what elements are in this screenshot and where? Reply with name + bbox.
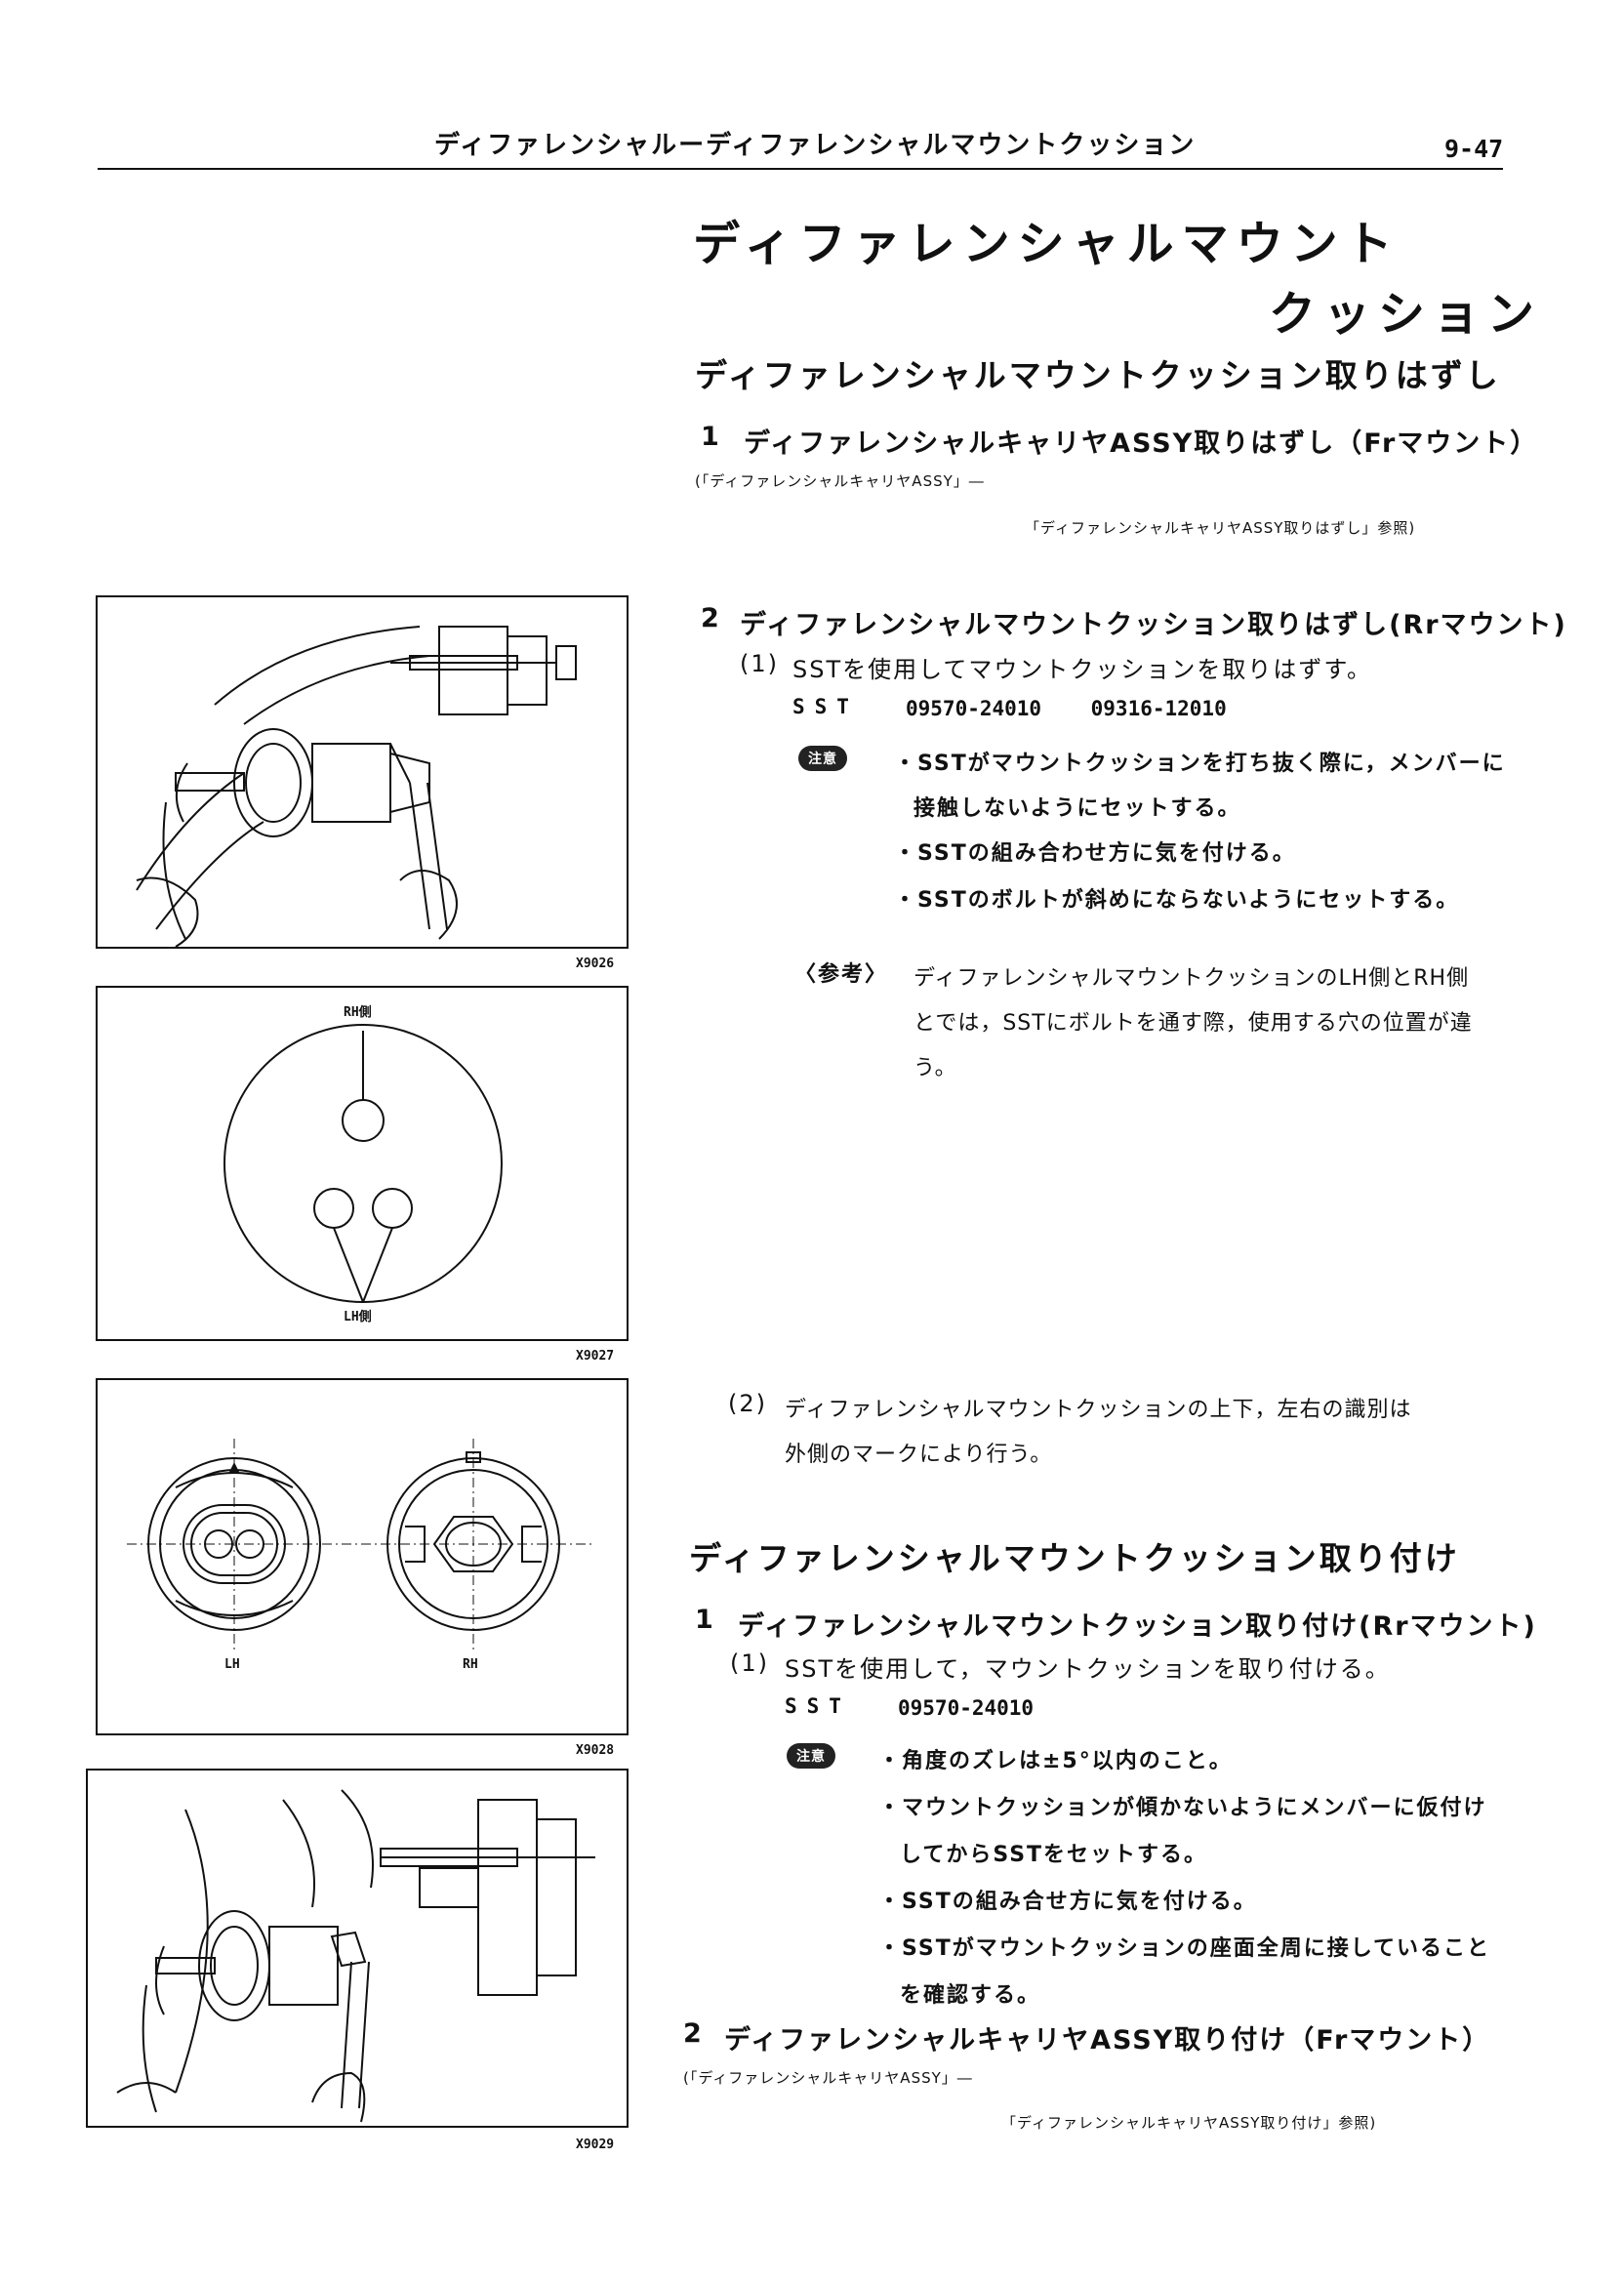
header-rule [98,168,1503,170]
install-caution-2: ・マウントクッションが傾かないようにメンバーに仮付け [878,1796,1487,1820]
install-heading: ディファレンシャルマウントクッション取り付け [689,1539,1460,1577]
figure-mount-label-lh: LH [224,1657,240,1672]
figure-install-drawing [116,1789,595,2123]
removal-heading: ディファレンシャルマウントクッション取りはずし [695,356,1501,394]
figure-hole-drawing [223,1024,503,1303]
figure-mount-label-rh: RH [463,1657,478,1672]
removal-caution-2: 接触しないようにセットする。 [914,796,1241,821]
removal-step2-text: ディファレンシャルマウントクッション取りはずし(Rrマウント) [740,610,1567,640]
install-step1-num: 1 [695,1605,715,1635]
figure-removal-drawing [136,626,577,947]
removal-caution-4: ・SSTのボルトが斜めにならないようにセットする。 [894,888,1460,913]
removal-ref-label: 〈参考〉 [794,962,889,987]
install-caution-5: ・SSTがマウントクッションの座面全周に接していること [878,1936,1491,1961]
install-caution-badge: 注意 [787,1743,835,1769]
install-step2-num: 2 [683,2018,704,2049]
figure-hole-id: X9027 [576,1349,615,1364]
title-line-1: ディファレンシャルマウント [693,217,1401,271]
figure-mount-drawing [127,1439,595,1653]
removal-sub2-line-1: ディファレンシャルマウントクッションの上下，左右の識別は [785,1398,1412,1422]
removal-step1-num: 1 [701,422,721,452]
install-sst-label: SST [785,1694,851,1718]
removal-ref-line-3: う。 [914,1056,957,1080]
figure-hole-label-lh: LH側 [344,1310,372,1324]
figure-mount-marks: LH RH X9028 [96,1378,629,1758]
removal-caution-badge: 注意 [798,746,847,771]
removal-caution-3: ・SSTの組み合わせ方に気を付ける。 [894,841,1296,866]
removal-step1-ref2: 「ディファレンシャルキャリヤASSY取りはずし」参照) [1025,519,1416,537]
install-step2-ref2: 「ディファレンシャルキャリヤASSY取り付け」参照) [1001,2114,1377,2132]
install-sub1-text: SSTを使用して，マウントクッションを取り付ける。 [785,1655,1391,1683]
figure-hole-positions: RH側 LH側 X9027 [96,986,629,1364]
install-caution-4: ・SSTの組み合せ方に気を付ける。 [878,1890,1257,1914]
running-header: ディファレンシャルーディファレンシャルマウントクッション [434,131,1197,160]
removal-sub2-num: (2) [728,1390,767,1417]
removal-sub2-line-2: 外側のマークにより行う。 [785,1443,1053,1467]
figure-install-sst: X9029 [86,1769,629,2152]
removal-sst-label: SST [792,695,859,718]
install-step2-text: ディファレンシャルキャリヤASSY取り付け（Frマウント） [724,2025,1491,2056]
install-caution-3: してからSSTをセットする。 [900,1843,1208,1867]
figure-hole-label-rh: RH側 [344,1005,372,1020]
figure-mount-id: X9028 [576,1743,615,1758]
title-line-2: クッション [1269,287,1543,342]
install-caution-6: を確認する。 [900,1983,1041,2008]
removal-step1-text: ディファレンシャルキャリヤASSY取りはずし（Frマウント） [744,428,1539,459]
install-sub1-num: (1) [730,1649,769,1677]
removal-ref-line-2: とでは，SSTにボルトを通す際，使用する穴の位置が違 [914,1011,1473,1036]
removal-caution-1: ・SSTがマウントクッションを打ち抜く際に，メンバーに [894,752,1506,776]
figure-removal-sst: X9026 [96,595,629,971]
figure-removal-id: X9026 [576,957,615,971]
install-caution-1: ・角度のズレは±5°以内のこと。 [878,1749,1233,1773]
install-step2-ref1: (「ディファレンシャルキャリヤASSY」― [683,2069,973,2087]
removal-step2-num: 2 [701,603,721,633]
removal-ref-line-1: ディファレンシャルマウントクッションのLH側とRH側 [914,966,1470,991]
removal-step1-ref1: (「ディファレンシャルキャリヤASSY」― [695,472,985,490]
install-step1-text: ディファレンシャルマウントクッション取り付け(Rrマウント) [738,1611,1537,1642]
install-sst-codes: 09570-24010 [898,1696,1035,1720]
removal-sub1-num: (1) [740,650,779,677]
removal-sst-codes: 09570-24010 09316-12010 [906,697,1227,720]
figure-install-id: X9029 [576,2138,615,2152]
page-number: 9-47 [1444,135,1504,163]
removal-sub1-text: SSTを使用してマウントクッションを取りはずす。 [792,656,1373,683]
